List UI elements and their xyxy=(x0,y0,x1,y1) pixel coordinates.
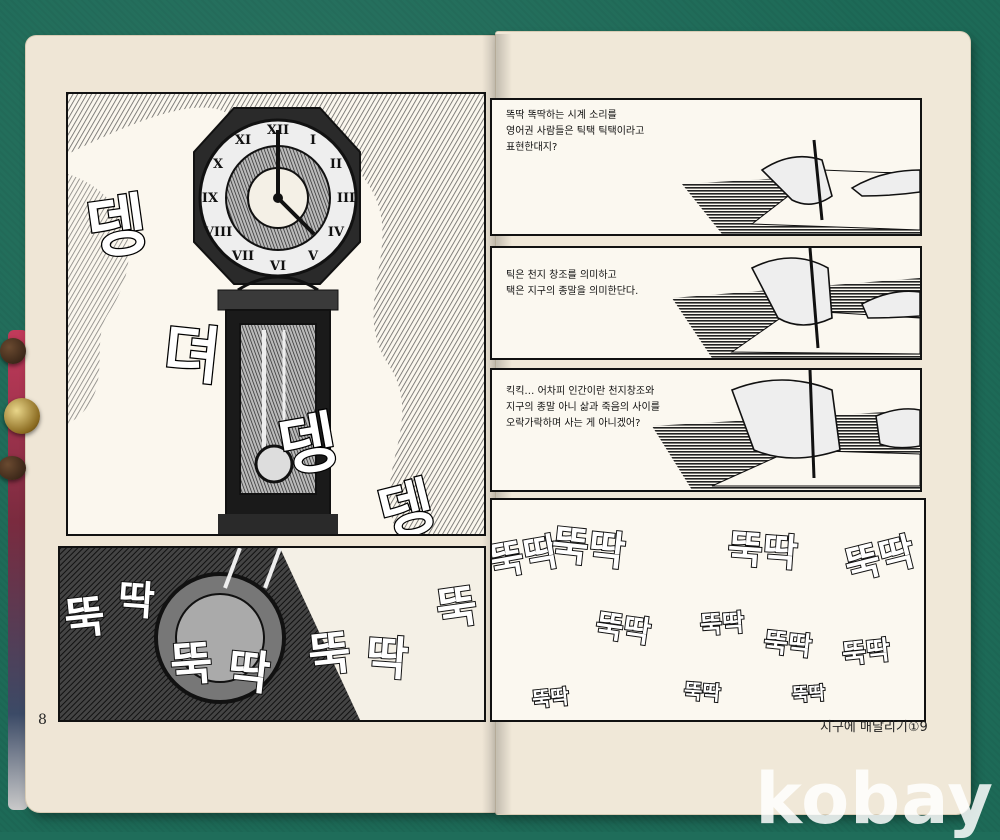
sfx-ttukttak-3: 뚝딱 xyxy=(725,526,800,577)
caption-2: 틱은 천지 창조를 의미하고 택은 지구의 종말을 의미한단다. xyxy=(506,270,639,297)
svg-text:VII: VII xyxy=(231,249,254,264)
sfx-ttak-3: 딱 xyxy=(363,629,411,688)
svg-text:XI: XI xyxy=(235,133,251,148)
hand-writing-illustration-2 xyxy=(672,248,920,358)
hand-writing-illustration-3 xyxy=(652,370,920,490)
svg-text:II: II xyxy=(330,157,342,172)
sfx-ttukttak-2: 뚝딱 xyxy=(548,521,628,576)
panel-sfx: 뚝딱 뚝딱 뚝딱 뚝딱 뚝딱 뚝딱 뚝딱 뚝딱 뚝딱 뚝딱 뚝딱 xyxy=(490,498,926,722)
book-cover-edge xyxy=(8,330,28,810)
sfx-ttuk-3: 뚝 xyxy=(305,624,355,684)
sfx-ttukttak-4: 뚝딱 xyxy=(840,528,920,590)
right-page-footer: 지구에 매달리기①9 xyxy=(820,720,928,735)
sfx-deng-2: 뎌 xyxy=(159,314,226,395)
panel-hand-2: 틱은 천지 창조를 의미하고 택은 지구의 종말을 의미한단다. xyxy=(490,246,922,360)
sfx-ttukttak-6: 뚝딱 xyxy=(698,607,746,640)
svg-text:VI: VI xyxy=(269,259,286,274)
sfx-ttak-1: 딱 xyxy=(115,576,157,626)
caption-3: 킥킥… 어차피 인간이란 천지창조와 지구의 종말 아니 삶과 죽음의 사이를 … xyxy=(506,386,660,429)
sfx-deng-1: 뎅 xyxy=(80,184,153,271)
svg-text:VIII: VIII xyxy=(203,225,232,240)
sfx-ttuk-1: 뚝 xyxy=(61,590,109,647)
caption-1: 똑딱 똑딱하는 시계 소리를 영어권 사람들은 틱택 틱택이라고 표현한대지? xyxy=(506,110,645,153)
svg-text:X: X xyxy=(213,157,224,172)
kobay-watermark: kobay xyxy=(755,758,994,840)
brass-ball-clip xyxy=(4,398,40,434)
svg-text:V: V xyxy=(307,249,319,264)
sfx-ttak-2: 딱 xyxy=(224,642,274,702)
sfx-ttukttak-9: 뚝딱 xyxy=(530,683,571,713)
sfx-ttuk-2: 뚝 xyxy=(167,635,215,694)
binder-clip-top xyxy=(0,338,26,364)
sfx-ttukttak-8: 뚝딱 xyxy=(840,635,893,672)
svg-text:XII: XII xyxy=(267,123,289,138)
sfx-ttuk-4: 뚝 xyxy=(432,579,481,637)
svg-text:IV: IV xyxy=(328,225,345,240)
panel-pendulum: 뚝 딱 뚝 딱 뚝 딱 뚝 xyxy=(58,546,486,722)
sfx-ttukttak-10: 뚝딱 xyxy=(682,678,722,707)
hand-writing-illustration-1 xyxy=(682,139,920,234)
binder-clip-bottom xyxy=(0,456,26,480)
sfx-ttukttak-7: 뚝딱 xyxy=(761,627,814,664)
panel-hand-1: 똑딱 똑딱하는 시계 소리를 영어권 사람들은 틱택 틱택이라고 표현한대지? xyxy=(490,98,922,236)
left-page-number: 8 xyxy=(38,712,47,728)
sfx-ttukttak-11: 뚝딱 xyxy=(790,682,827,707)
svg-text:I: I xyxy=(310,133,316,148)
panel-clock: XII I II III IV V VI VII VIII IX X XI 뎅 … xyxy=(66,92,486,536)
svg-text:IX: IX xyxy=(202,191,219,206)
pendulum-background xyxy=(60,548,484,720)
svg-text:III: III xyxy=(337,191,355,206)
panel-hand-3: 킥킥… 어차피 인간이란 천지창조와 지구의 종말 아니 삶과 죽음의 사이를 … xyxy=(490,368,922,492)
clock-illustration: XII I II III IV V VI VII VIII IX X XI xyxy=(68,94,484,534)
sfx-ttukttak-5: 뚝딱 xyxy=(592,607,654,651)
